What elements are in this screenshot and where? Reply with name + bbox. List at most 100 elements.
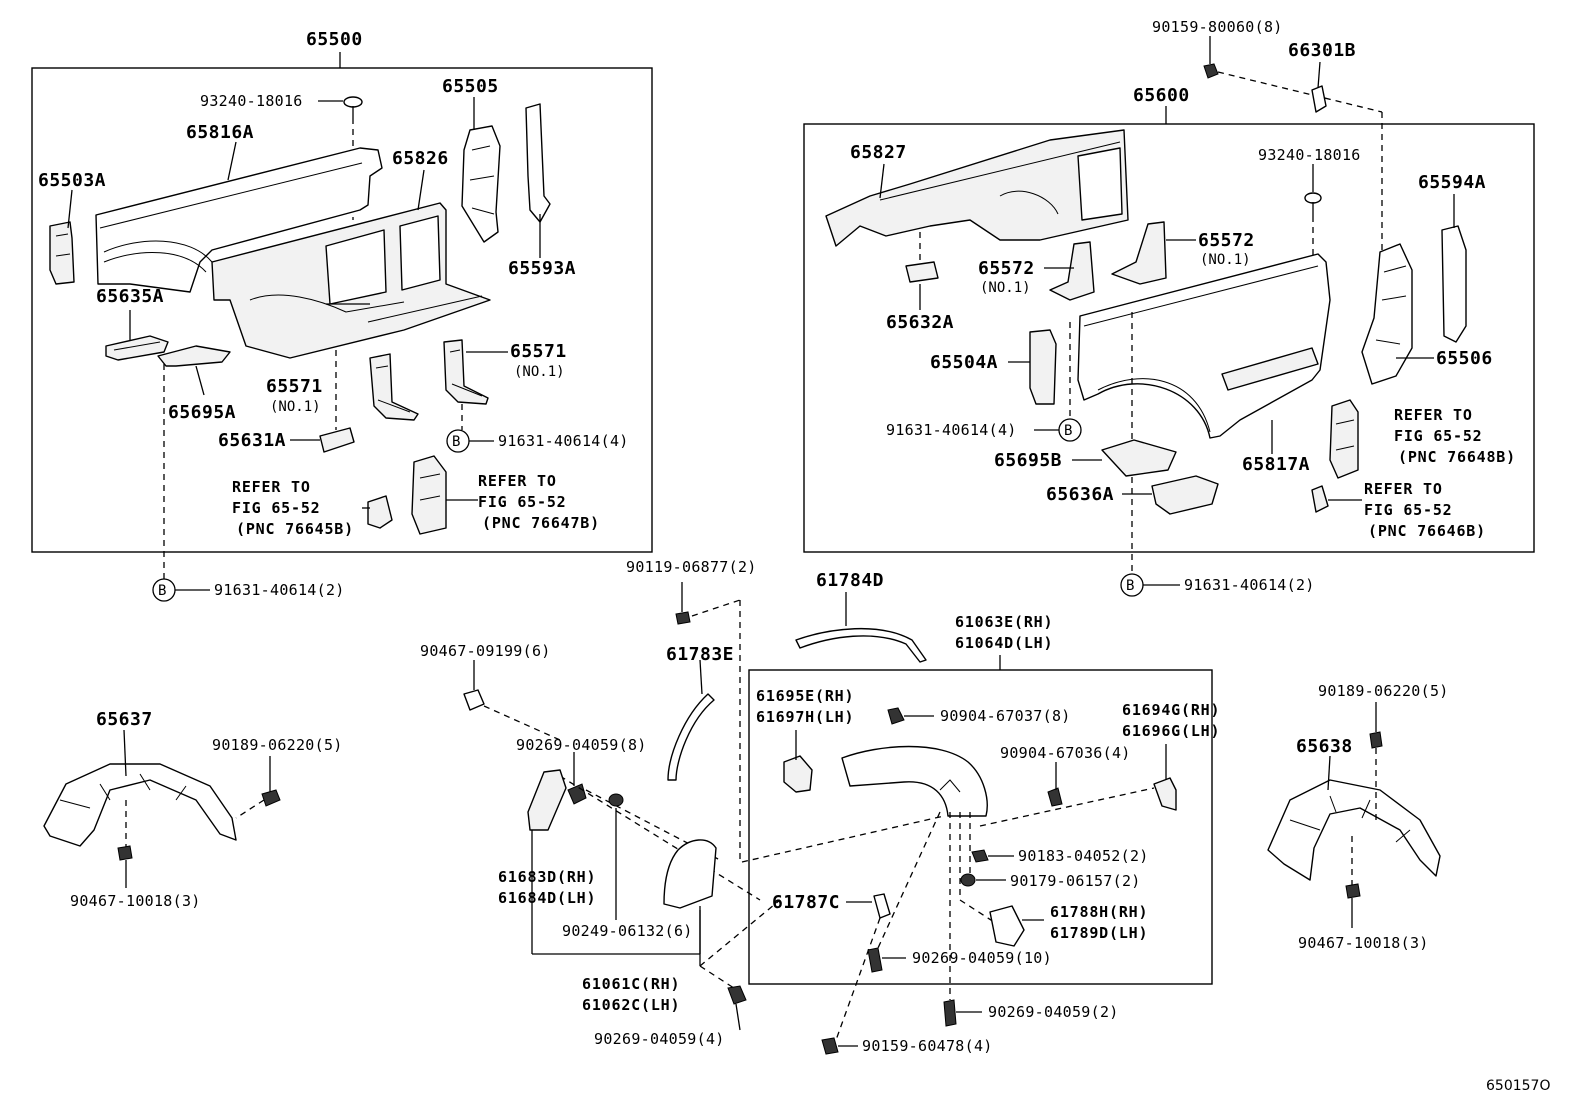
liner-65637-icon [43,763,237,847]
clip-90159-80060-icon [1203,63,1219,79]
clip-90159-60478-icon [821,1037,839,1055]
clip-90189-06220-right-icon [1369,731,1383,749]
label-90189-06220-right: 90189-06220(5) [1318,682,1449,700]
svg-text:B: B [1064,423,1072,439]
label-refer-76646b-1: REFER TO [1364,480,1443,498]
label-90249-06132: 90249-06132(6) [562,922,693,940]
bracket-65695b-icon [1101,439,1177,477]
bracket-ref-76645b-icon [367,495,393,529]
label-90189-06220-left: 90189-06220(5) [212,736,343,754]
bracket-61683d-icon [527,769,567,831]
label-refer-76648b-3: (PNC 76648B) [1398,448,1516,466]
label-90467-10018-left: 90467-10018(3) [70,892,201,910]
label-refer-76647b-3: (PNC 76647B) [482,514,600,532]
label-93240-18016-left: 93240-18016 [200,92,303,110]
label-refer-76645b-1: REFER TO [232,478,311,496]
label-65571-a-sub: (NO.1) [270,399,321,415]
panel-65816a-icon [95,147,383,293]
label-61683d: 61683D(RH) [498,868,596,886]
clip-90904-67037-icon [887,707,905,725]
label-65695b: 65695B [994,450,1062,471]
label-90159-80060: 90159-80060(8) [1152,18,1283,36]
inner-panel-65826-icon [211,202,491,359]
label-90467-09199: 90467-09199(6) [420,642,551,660]
bracket-61695e-icon [783,755,813,793]
label-65572-a-sub: (NO.1) [980,280,1031,296]
group-label-65500: 65500 [306,29,363,50]
label-90904-67037: 90904-67037(8) [940,707,1071,725]
nut-90183-04052-icon [971,849,989,863]
label-refer-76647b-2: FIG 65-52 [478,493,566,511]
label-66301b: 66301B [1288,40,1356,61]
label-65695a: 65695A [168,402,236,423]
bracket-65571-a-icon [369,353,419,421]
fastener-90269-04059-d-icon [727,985,747,1005]
label-65571-a: 65571 [266,376,323,397]
label-90179-06157: 90179-06157(2) [1010,872,1141,890]
label-refer-76645b-2: FIG 65-52 [232,499,320,517]
liner-65638-icon [1267,779,1441,881]
bracket-65572-a-icon [1049,241,1095,301]
label-61696g: 61696G(LH) [1122,722,1220,740]
group-box-65600 [803,123,1535,553]
label-65638: 65638 [1296,736,1353,757]
label-90269-04059-10: 90269-04059(10) [912,949,1052,967]
bracket-65572-b-icon [1111,221,1167,285]
label-65571-b-sub: (NO.1) [514,364,565,380]
group-label-65600: 65600 [1133,85,1190,106]
pillar-65506-icon [1361,243,1413,385]
label-90904-67036: 90904-67036(4) [1000,744,1131,762]
label-90269-04059-4: 90269-04059(4) [594,1030,725,1048]
group-label-61063e: 61063E(RH) [955,613,1053,631]
label-refer-76648b-2: FIG 65-52 [1394,427,1482,445]
label-65572-b-sub: (NO.1) [1200,252,1251,268]
clip-90189-06220-left-icon [261,789,281,807]
pillar-ref-76648b-icon [1329,399,1359,479]
label-65572-a: 65572 [978,258,1035,279]
pillar-ref-76647b-icon [411,455,447,535]
label-65594a: 65594A [1418,172,1486,193]
label-65572-b: 65572 [1198,230,1255,251]
label-61787c: 61787C [772,892,840,913]
label-61784d: 61784D [816,570,884,591]
label-61061c: 61061C(RH) [582,975,680,993]
clip-ref-76646b-icon [1311,485,1329,513]
label-refer-76648b-1: REFER TO [1394,406,1473,424]
label-91631-40614-4-left: 91631-40614(4) [498,432,629,450]
group-label-61064d: 61064D(LH) [955,634,1053,652]
label-65631a: 65631A [218,430,286,451]
fastener-90269-04059-c-icon [943,999,957,1027]
figure-code: 650157O [1486,1078,1550,1094]
label-65826: 65826 [392,148,449,169]
pillar-65505-icon [461,125,501,243]
label-93240-18016-right: 93240-18016 [1258,146,1361,164]
svg-text:B: B [158,583,166,599]
label-65817a: 65817A [1242,454,1310,475]
bracket-65631a-icon [319,427,355,453]
label-65505: 65505 [442,76,499,97]
screw-90119-06877-icon [675,582,691,625]
svg-text:B: B [1126,578,1134,594]
label-65506: 65506 [1436,348,1493,369]
fastener-90269-04059-a-icon [567,783,587,805]
label-65636a: 65636A [1046,484,1114,505]
label-65571-b: 65571 [510,341,567,362]
bracket-65632a-icon [905,261,939,283]
label-refer-76646b-3: (PNC 76646B) [1368,522,1486,540]
moulding-61783e-icon [667,693,715,781]
label-61697h: 61697H(LH) [756,708,854,726]
label-65635a: 65635A [96,286,164,307]
label-61788h: 61788H(RH) [1050,903,1148,921]
label-65637: 65637 [96,709,153,730]
label-90269-04059-8: 90269-04059(8) [516,736,647,754]
fastener-90269-04059-b-icon [867,947,883,973]
label-91631-40614-2-right: 91631-40614(2) [1184,576,1315,594]
label-90467-10018-right: 90467-10018(3) [1298,934,1429,952]
label-90269-04059-2: 90269-04059(2) [988,1003,1119,1021]
group-box-61063 [748,669,1213,985]
label-61789d: 61789D(LH) [1050,924,1148,942]
clip-90467-10018-right-icon [1345,883,1361,899]
bolt-93240-left-icon [343,96,363,118]
label-65503a: 65503A [38,170,106,191]
bracket-65504a-icon [1029,329,1057,405]
